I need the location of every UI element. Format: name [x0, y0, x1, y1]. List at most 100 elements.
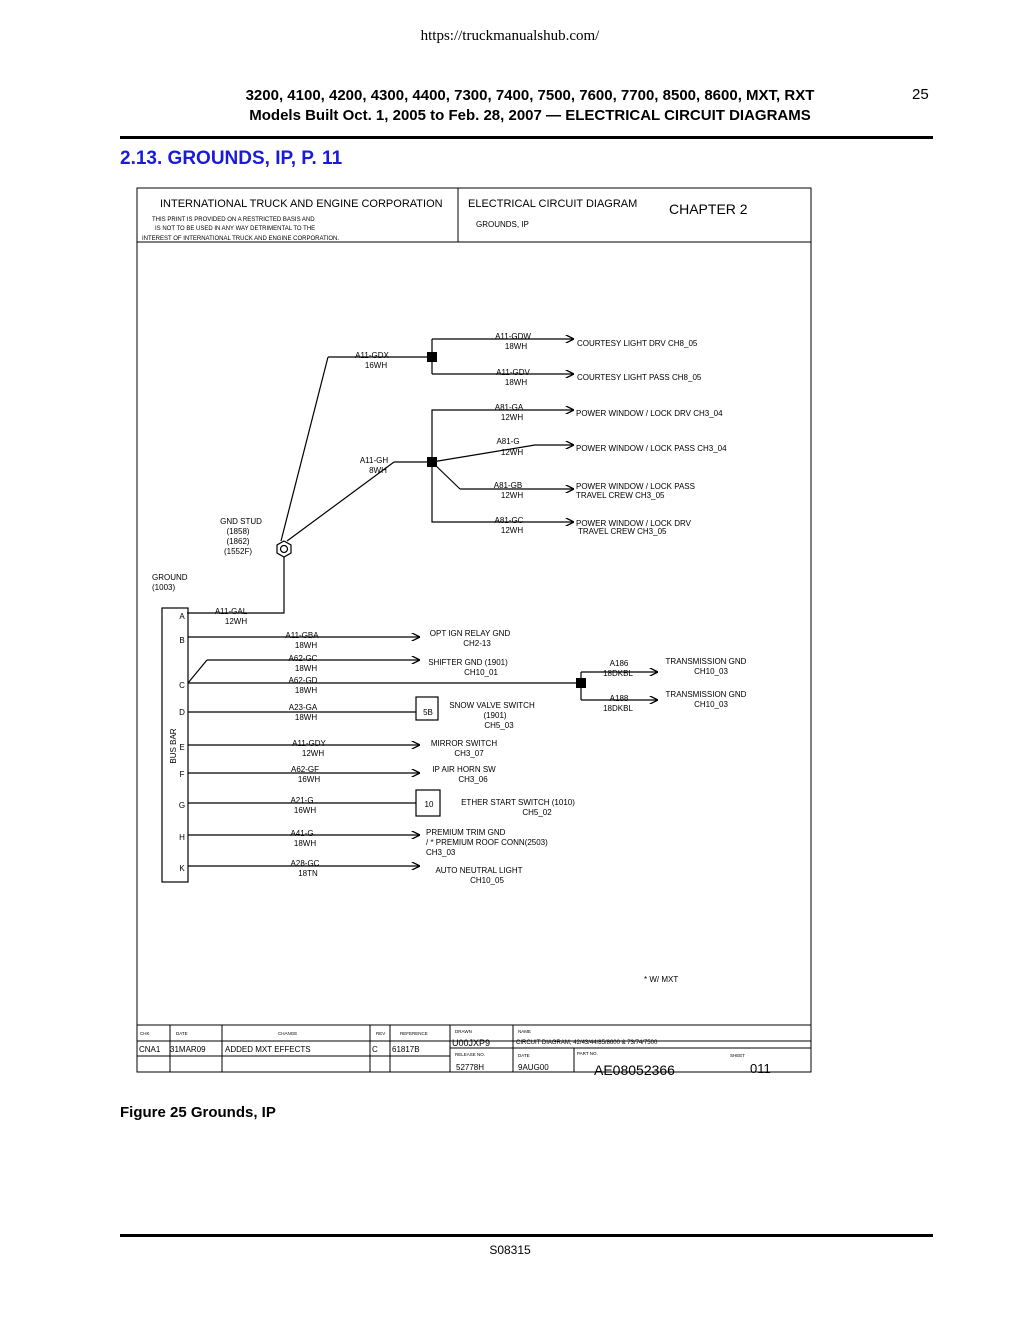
wire-a11-gdy-id: A11-GDY	[292, 739, 326, 748]
dest-pw-lock-drv: POWER WINDOW / LOCK DRV CH3_04	[576, 409, 723, 418]
wire-a11-gdv-id: A11-GDV	[496, 368, 530, 377]
wire-a81-gc-gauge: 12WH	[501, 526, 523, 535]
bus-bar-label: BUS BAR	[169, 728, 178, 763]
wire-a11-gdw-gauge: 18WH	[505, 342, 527, 351]
bus-terminal-k: K	[179, 864, 185, 873]
bus-terminal-e: E	[179, 743, 184, 752]
splice-a11-gdx	[427, 352, 437, 362]
chapter-label: CHAPTER 2	[669, 201, 748, 217]
ground-number: (1003)	[152, 583, 175, 592]
gnd-stud-symbol	[276, 540, 292, 558]
wire-a41-g-gauge: 18WH	[294, 839, 316, 848]
dest-ether-start-1: ETHER START SWITCH (1010)	[461, 798, 575, 807]
dest-pw-lock-pass: POWER WINDOW / LOCK PASS CH3_04	[576, 444, 727, 453]
header-models: 3200, 4100, 4200, 4300, 4400, 7300, 7400…	[245, 87, 815, 104]
lower-wiring	[187, 637, 658, 866]
figure-caption: Figure 25 Grounds, IP	[120, 1104, 276, 1121]
dest-snow-valve-1: SNOW VALVE SWITCH	[449, 701, 535, 710]
wire-a81-gb-id: A81-GB	[494, 481, 522, 490]
dest-shifter-gnd-1: SHIFTER GND (1901)	[428, 658, 508, 667]
rev-header-reference: REFERENCE	[400, 1031, 428, 1036]
rev-letter: C	[372, 1045, 378, 1054]
wire-a186-gauge: 18DKBL	[603, 669, 633, 678]
wire-a23-ga-id: A23-GA	[289, 703, 318, 712]
dest-ether-start-2: CH5_02	[522, 808, 552, 817]
wire-a81-gb-gauge: 12WH	[501, 491, 523, 500]
dest-premium-trim-2: / * PREMIUM ROOF CONN(2503)	[426, 838, 548, 847]
revision-block	[137, 1025, 811, 1072]
wire-a81-gc-id: A81-GC	[495, 516, 524, 525]
rev-header-chk: CHK	[140, 1031, 150, 1036]
dest-mirror-switch-2: CH3_07	[454, 749, 484, 758]
wire-a11-gdx-gauge: 16WH	[365, 361, 387, 370]
wire-a188-id: A188	[610, 694, 629, 703]
dest-pw-lock-pass-travel-2: TRAVEL CREW CH3_05	[576, 491, 665, 500]
mxt-note: * W/ MXT	[644, 975, 678, 984]
dest-snow-valve-3: CH5_03	[484, 721, 514, 730]
dest-shifter-gnd-2: CH10_01	[464, 668, 498, 677]
header-subtitle: Models Built Oct. 1, 2005 to Feb. 28, 20…	[249, 107, 811, 124]
dest-transmission-gnd-1b: CH10_03	[694, 667, 728, 676]
connector-10: 10	[425, 800, 434, 809]
title-block: INTERNATIONAL TRUCK AND ENGINE CORPORATI…	[142, 198, 748, 242]
gnd-stud-1552f: (1552F)	[224, 547, 252, 556]
dest-premium-trim-3: CH3_03	[426, 848, 456, 857]
rev-header-drawn: DRAWN	[455, 1029, 472, 1034]
dest-premium-trim-1: PREMIUM TRIM GND	[426, 828, 506, 837]
bus-terminal-d: D	[179, 708, 185, 717]
splice-transmission-gnd	[576, 678, 586, 688]
wire-a62-gd-gauge: 18WH	[295, 686, 317, 695]
notice-line-1: THIS PRINT IS PROVIDED ON A RESTRICTED B…	[152, 217, 315, 223]
wire-a11-gdy-gauge: 12WH	[302, 749, 324, 758]
wire-a62-gf-id: A62-GF	[291, 765, 319, 774]
rev-release: 52778H	[456, 1063, 484, 1072]
bus-terminal-a: A	[179, 612, 185, 621]
wire-a81-ga-id: A81-GA	[495, 403, 524, 412]
rev-part-number: AE08052366	[594, 1062, 675, 1078]
diagram-type: ELECTRICAL CIRCUIT DIAGRAM	[468, 198, 637, 210]
wire-a81-ga-gauge: 12WH	[501, 413, 523, 422]
wire-a11-gba-id: A11-GBA	[285, 631, 319, 640]
notice-line-2: IS NOT TO BE USED IN ANY WAY DETRIMENTAL…	[155, 226, 315, 232]
bus-terminal-f: F	[180, 770, 185, 779]
wire-a41-g-id: A41-G	[290, 829, 313, 838]
bus-terminal-c: C	[179, 681, 185, 690]
dest-air-horn-2: CH3_06	[458, 775, 488, 784]
wire-a11-gal-id: A11-GAL	[215, 607, 248, 616]
bus-terminal-b: B	[179, 636, 184, 645]
wire-a81-g-id: A81-G	[496, 437, 519, 446]
dest-air-horn-1: IP AIR HORN SW	[432, 765, 496, 774]
wire-a62-gc-id: A62-GC	[289, 654, 318, 663]
rev-header-release: RELEASE NO.	[455, 1052, 485, 1057]
wire-a21-g-gauge: 16WH	[294, 806, 316, 815]
diagram-name: GROUNDS, IP	[476, 220, 529, 229]
splice-a11-gh	[427, 457, 437, 467]
footer-rule	[120, 1234, 933, 1237]
wire-a28-gc-id: A28-GC	[291, 859, 320, 868]
rev-header-sheet: SHEET	[730, 1053, 745, 1058]
wire-a11-gdw-id: A11-GDW	[495, 332, 531, 341]
gnd-stud-1862: (1862)	[226, 537, 249, 546]
dest-courtesy-drv: COURTESY LIGHT DRV CH8_05	[577, 339, 698, 348]
rev-reference: 61817B	[392, 1045, 420, 1054]
wire-a62-gd-id: A62-GD	[289, 676, 318, 685]
drawing-frame	[136, 187, 812, 1073]
rev-header-date2: DATE	[518, 1053, 530, 1058]
rev-sheet: 011	[750, 1061, 771, 1076]
bus-terminal-h: H	[179, 833, 185, 842]
rev-header-rev: REV	[376, 1031, 385, 1036]
rev-date: 31MAR09	[170, 1045, 206, 1054]
dest-opt-ign-relay-2: CH2-13	[463, 639, 491, 648]
header-rule	[120, 136, 933, 139]
dest-courtesy-pass: COURTESY LIGHT PASS CH8_05	[577, 373, 702, 382]
wire-a23-ga-gauge: 18WH	[295, 713, 317, 722]
gnd-stud-1858: (1858)	[226, 527, 249, 536]
wire-a81-g-gauge: 12WH	[501, 448, 523, 457]
ground-label: GROUND	[152, 573, 188, 582]
dest-mirror-switch-1: MIRROR SWITCH	[431, 739, 497, 748]
wire-a11-gh-id: A11-GH	[360, 456, 389, 465]
dest-pw-lock-pass-travel-1: POWER WINDOW / LOCK PASS	[576, 482, 695, 491]
dest-pw-lock-drv-travel-2: TRAVEL CREW CH3_05	[578, 527, 667, 536]
wire-a11-gh-gauge: 8WH	[369, 466, 387, 475]
